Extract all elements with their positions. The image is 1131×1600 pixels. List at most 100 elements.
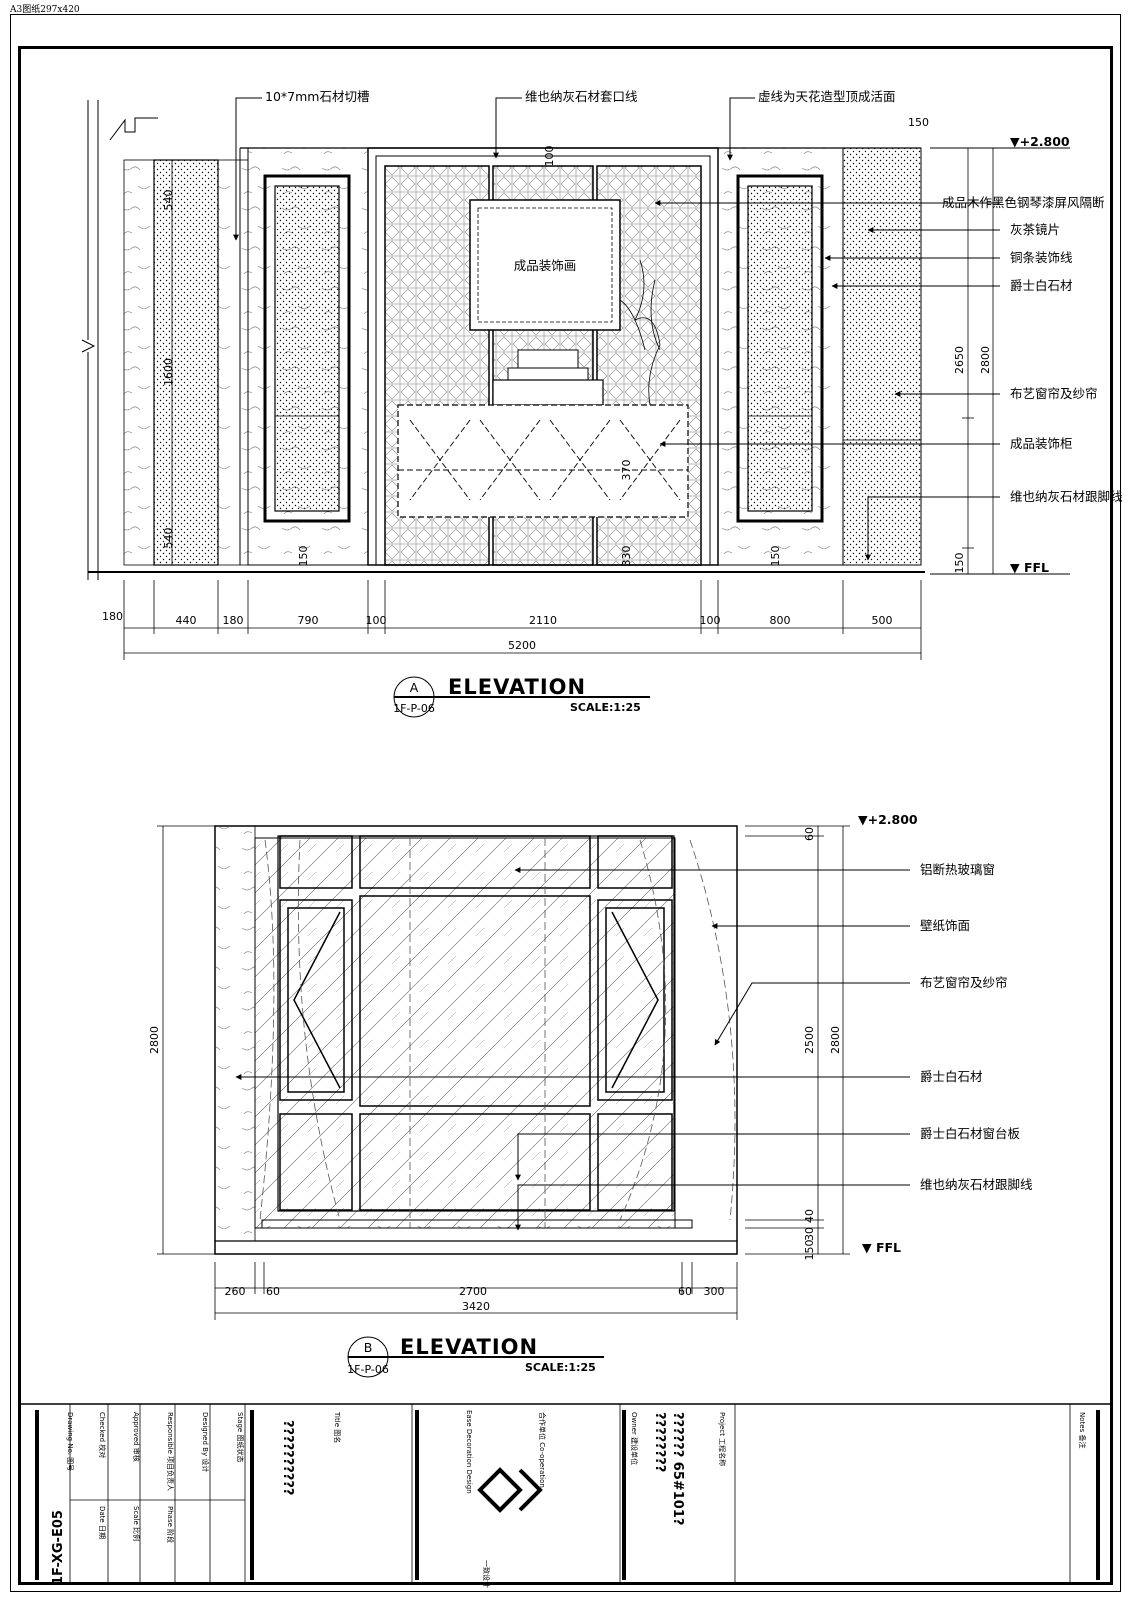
curtain-a (842, 147, 922, 566)
scale-label: Scale 比例 (132, 1506, 141, 1541)
marker-a-letter: A (410, 680, 419, 695)
dim-a-inner-100: 100 (543, 146, 556, 167)
project-name-2: ???????? (652, 1412, 667, 1472)
owner-label: Owner 建设单位 (630, 1412, 639, 1465)
level-top-b: ▼+2.800 (858, 812, 918, 827)
dim-a-bottom-5: 2110 (529, 614, 557, 627)
dim-b-right-60: 60 (803, 827, 816, 841)
company-en: Ease Decoration Design (465, 1410, 473, 1494)
dim-a-bottom-2: 180 (223, 614, 244, 627)
elevation-b: 2800 60 2500 2800 40 30 150 ▼+2.800 ▼ FF… (148, 812, 1033, 1378)
level-floor-b: ▼ FFL (862, 1240, 901, 1255)
stage-label: Stage 图纸状态 (236, 1412, 245, 1462)
phase-label: Phase 阶段 (166, 1506, 175, 1543)
callout-b-right-4: 爵士白石材 (920, 1069, 983, 1084)
callout-a-top-1: 10*7mm石材切槽 (265, 89, 369, 104)
dim-b-right-2800: 2800 (829, 1026, 842, 1054)
dim-line-b (214, 1262, 738, 1320)
dim-a-inner-540-top: 540 (162, 190, 175, 211)
level-top-a: ▼+2.800 (1010, 134, 1070, 149)
stone-wall-b-left (214, 825, 256, 1242)
dim-a-right-2650: 2650 (953, 346, 966, 374)
project-name: ?????? 65#101? (670, 1412, 685, 1525)
dim-b-right-150: 150 (803, 1240, 816, 1261)
marker-b-ref: 1F-P-06 (347, 1363, 389, 1376)
callout-a-right-7: 维也纳灰石材跟脚线 (1010, 489, 1123, 504)
callout-b-right-5: 爵士白石材窗台板 (920, 1126, 1021, 1141)
title-block: 1F-XG-E05 Drawing No. 图号 Checked 校对 Appr… (20, 1403, 1110, 1588)
elevation-a-scale: SCALE:1:25 (570, 701, 641, 714)
date-label: Date 日期 (98, 1506, 106, 1539)
dim-a-bottom-0: 180 (102, 610, 123, 623)
dim-a-inner-150-l: 150 (297, 546, 310, 567)
elevation-a: 成品装饰画 10*7mm石材切槽 (81, 89, 1123, 718)
mirror-column-left (263, 174, 351, 523)
dim-a-inner-330: 330 (620, 546, 633, 567)
dim-b-left: 2800 (148, 1026, 161, 1054)
marker-b-letter: B (364, 1340, 373, 1355)
stone-strip-left (123, 159, 155, 566)
elevation-b-marker: B 1F-P-06 ELEVATION SCALE:1:25 (347, 1335, 604, 1378)
dim-a-right-150: 150 (953, 553, 966, 574)
dim-b-bottom-2: 2700 (459, 1285, 487, 1298)
dim-a-inner-150-r: 150 (769, 546, 782, 567)
drawing-number: 1F-XG-E05 (51, 1510, 66, 1585)
outer-border (10, 14, 1121, 1592)
callout-b-right-6: 维也纳灰石材跟脚线 (920, 1177, 1033, 1192)
decor-cabinet (397, 404, 689, 518)
dim-a-bottom-4: 100 (366, 614, 387, 627)
designed-label: Designed By 设计 (201, 1412, 210, 1472)
dim-a-inner-540-bot: 540 (162, 528, 175, 549)
dim-a-bottom-7: 800 (770, 614, 791, 627)
dim-a-bottom-3: 790 (298, 614, 319, 627)
co-operation-label: 合作单位 Co-operation (538, 1412, 547, 1488)
callout-a-right-4: 爵士白石材 (1010, 278, 1073, 293)
dim-a-total: 5200 (508, 639, 536, 652)
level-floor-a: ▼ FFL (1010, 560, 1049, 575)
marker-a-ref: 1F-P-06 (393, 702, 435, 715)
elevation-a-title: ELEVATION (448, 675, 586, 699)
company-logo (477, 1467, 543, 1513)
callout-a-right-6: 成品装饰柜 (1010, 436, 1073, 451)
callout-a-right-1: 成品木作黑色钢琴漆屏风隔断 (942, 195, 1105, 210)
dim-a-bottom-8: 500 (872, 614, 893, 627)
callout-a-top-2: 维也纳灰石材套口线 (525, 89, 638, 104)
dim-b-right-30: 30 (803, 1227, 816, 1241)
drawing-title: ?????????? (280, 1420, 295, 1495)
checked-label: Checked 校对 (98, 1412, 107, 1458)
drawing-border (18, 46, 1113, 1585)
dim-a-right-2800: 2800 (979, 346, 992, 374)
dim-b-bottom-4: 300 (704, 1285, 725, 1298)
notes-label: Notes 备注 (1078, 1412, 1087, 1448)
company-cn: 一致设计 (482, 1560, 491, 1588)
dim-a-inner-370: 370 (620, 460, 633, 481)
callout-a-right-5: 布艺窗帘及纱帘 (1010, 386, 1098, 401)
wall-break-line (81, 100, 158, 580)
dim-a-inner-1600: 1600 (162, 358, 175, 386)
dim-b-right-40: 40 (803, 1209, 816, 1223)
dim-b-bottom-0: 260 (225, 1285, 246, 1298)
dim-a-top-150: 150 (908, 116, 929, 129)
callout-b-right-3: 布艺窗帘及纱帘 (920, 975, 1008, 990)
mirror-column-right (736, 174, 824, 523)
elevation-b-title: ELEVATION (400, 1335, 538, 1359)
project-label: Project 工程名称 (718, 1412, 727, 1466)
center-panel-label: 成品装饰画 (514, 258, 577, 273)
dim-b-bottom-1: 60 (266, 1285, 280, 1298)
dim-b-right-2500: 2500 (803, 1026, 816, 1054)
dim-a-bottom-1: 440 (176, 614, 197, 627)
sheet-size-label: A3图纸297x420 (10, 5, 80, 15)
dim-b-bottom-3: 60 (678, 1285, 692, 1298)
callout-b-right-2: 壁纸饰面 (920, 918, 970, 933)
decor-painting (469, 199, 621, 331)
elevation-b-scale: SCALE:1:25 (525, 1361, 596, 1374)
elevation-a-marker: A 1F-P-06 ELEVATION SCALE:1:25 (393, 675, 650, 718)
approved-label: Approved 审核 (132, 1412, 141, 1462)
callout-b-right-1: 铝断热玻璃窗 (920, 862, 995, 877)
callout-a-right-3: 铜条装饰线 (1010, 250, 1073, 265)
drawing-no-label: Drawing No. 图号 (66, 1412, 74, 1471)
window-sill-b (261, 1219, 693, 1229)
dim-line-a (123, 580, 922, 660)
window-b (254, 837, 676, 1229)
